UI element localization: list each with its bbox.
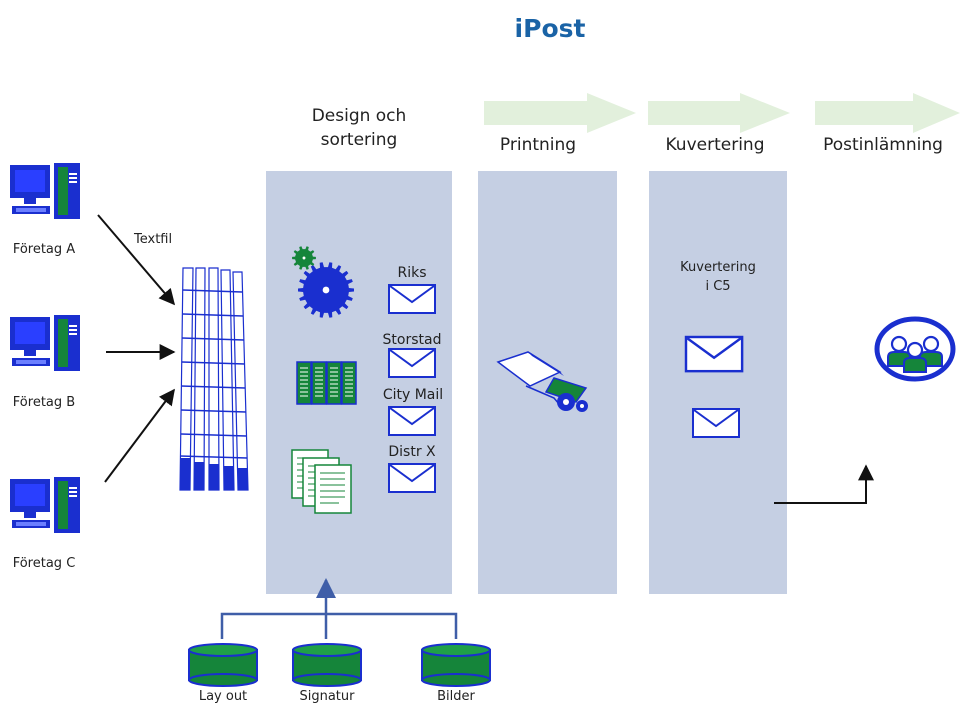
textfile-label: Textfil <box>133 232 172 247</box>
arrow-c <box>104 388 175 483</box>
arrow-to-post <box>774 464 874 504</box>
company-label-a: Företag A <box>13 242 75 257</box>
text-file-stack <box>179 267 249 491</box>
envelope-icon <box>692 408 740 438</box>
stage-header-print: Printning <box>500 135 576 155</box>
database-icon <box>292 643 362 687</box>
computer-icon <box>10 477 80 533</box>
people-icon <box>874 316 956 382</box>
gear-icon <box>298 262 354 318</box>
envelope-icon <box>388 284 436 314</box>
envelope-icon <box>388 348 436 378</box>
dist-label-riks: Riks <box>397 265 426 281</box>
db-label-bilder: Bilder <box>437 689 475 704</box>
print-column <box>478 171 617 594</box>
process-flow-arrows <box>484 93 960 133</box>
envelope-column <box>649 171 787 594</box>
dist-label-distrx: Distr X <box>388 444 436 460</box>
database-icon <box>421 643 491 687</box>
computer-icon <box>10 315 80 371</box>
dist-label-storstad: Storstad <box>383 332 442 348</box>
envelope-icon <box>388 463 436 493</box>
database-icon <box>188 643 258 687</box>
gear-icon <box>292 246 316 270</box>
envelope-icon <box>684 335 744 373</box>
design-column <box>266 171 452 594</box>
db-label-signatur: Signatur <box>299 689 355 704</box>
stage-header-design-line1: Design och <box>312 106 407 126</box>
company-label-c: Företag C <box>13 556 76 571</box>
page-title: iPost <box>515 14 586 43</box>
stage-header-post: Postinlämning <box>823 135 943 155</box>
stage-header-design-line2: sortering <box>321 130 398 150</box>
envelope-stage-label-line2: i C5 <box>705 279 730 294</box>
arrow-a <box>97 214 176 306</box>
db-label-layout: Lay out <box>199 689 247 704</box>
printer-icon <box>496 351 588 412</box>
dist-label-citymail: City Mail <box>383 387 443 403</box>
computer-icon <box>10 163 80 219</box>
company-label-b: Företag B <box>13 395 75 410</box>
envelope-stage-label-line1: Kuvertering <box>680 260 756 275</box>
database-connector <box>220 578 458 639</box>
envelope-icon <box>388 406 436 436</box>
binder-icon <box>296 361 357 405</box>
stage-header-envelope: Kuvertering <box>666 135 765 155</box>
